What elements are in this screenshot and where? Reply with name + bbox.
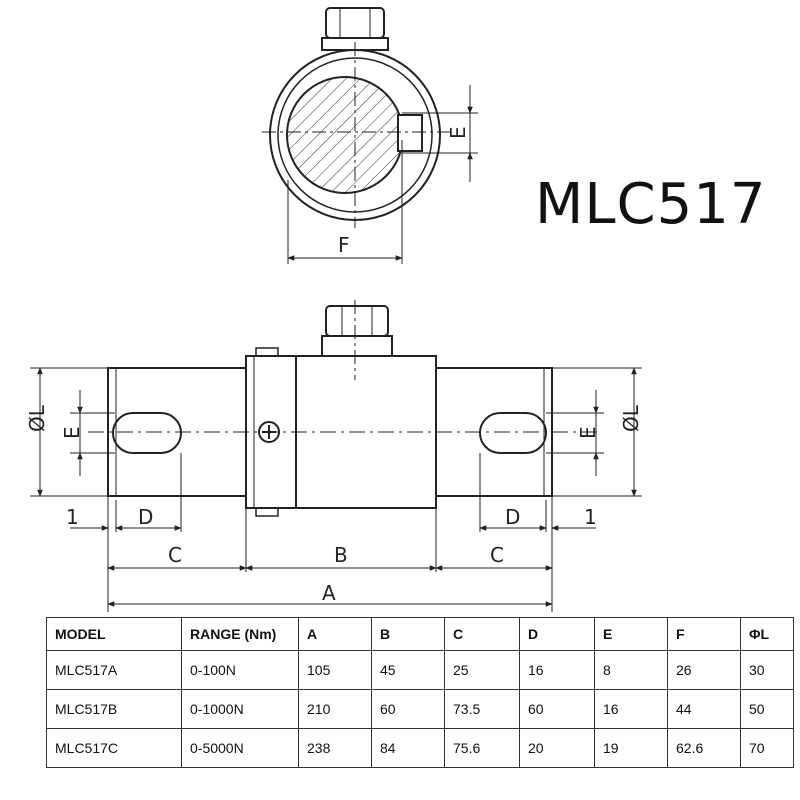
cell-model: MLC517C [46,728,182,768]
dim-label-c-left: C [168,543,182,567]
header-a: A [298,617,372,651]
cell-range: 0-1000N [181,689,299,729]
dim-label-1-left: 1 [66,505,79,529]
end-view [262,7,478,264]
header-model: MODEL [46,617,182,651]
dim-label-e-top: E [446,126,470,139]
cell-phil: 30 [740,650,794,690]
header-e: E [594,617,668,651]
cell-phil: 70 [740,728,794,768]
cell-d: 20 [519,728,595,768]
cell-model: MLC517B [46,689,182,729]
connector-cap-side [325,305,389,337]
cell-phil: 50 [740,689,794,729]
cell-f: 44 [667,689,741,729]
cell-b: 60 [371,689,445,729]
table-row: MLC517A 0-100N 105 45 25 16 8 26 30 [46,650,794,690]
cell-f: 26 [667,650,741,690]
header-range: RANGE (Nm) [181,617,299,651]
header-phil: ΦL [740,617,794,651]
connector-cap [325,7,385,39]
cell-d: 16 [519,650,595,690]
cell-e: 19 [594,728,668,768]
screw-head [258,421,280,443]
cell-range: 0-5000N [181,728,299,768]
table-row: MLC517B 0-1000N 210 60 73.5 60 16 44 50 [46,689,794,729]
spec-table: MODEL RANGE (Nm) A B C D E F ΦL MLC517A … [46,617,794,768]
dim-label-d-right: D [505,505,520,529]
connector-body-side [321,335,393,357]
dim-label-c-right: C [490,543,504,567]
header-d: D [519,617,595,651]
cell-c: 75.6 [444,728,520,768]
dim-label-1-right: 1 [584,505,597,529]
cell-b: 45 [371,650,445,690]
right-keyway-slot [479,412,547,454]
cell-e: 8 [594,650,668,690]
product-title: MLC517 [535,172,767,237]
technical-drawing: E F [25,7,643,612]
dim-label-phil-right: ØL [619,404,643,432]
dim-label-e-right: E [576,426,600,439]
dim-label-b: B [334,543,348,567]
cell-e: 16 [594,689,668,729]
cell-f: 62.6 [667,728,741,768]
cell-a: 238 [298,728,372,768]
table-header-row: MODEL RANGE (Nm) A B C D E F ΦL [46,617,794,651]
dim-label-e-left: E [60,426,84,439]
dim-label-a: A [322,581,336,605]
cell-range: 0-100N [181,650,299,690]
shaft-section [286,76,404,194]
side-view [30,300,642,612]
table-row: MLC517C 0-5000N 238 84 75.6 20 19 62.6 7… [46,728,794,768]
cell-d: 60 [519,689,595,729]
header-b: B [371,617,445,651]
dim-label-phil-left: ØL [25,404,49,432]
left-keyway-slot [112,412,182,454]
dim-label-d-left: D [138,505,153,529]
header-f: F [667,617,741,651]
cell-a: 210 [298,689,372,729]
cell-b: 84 [371,728,445,768]
header-c: C [444,617,520,651]
cell-c: 73.5 [444,689,520,729]
dim-label-f: F [338,233,350,257]
cell-c: 25 [444,650,520,690]
cell-a: 105 [298,650,372,690]
cell-model: MLC517A [46,650,182,690]
